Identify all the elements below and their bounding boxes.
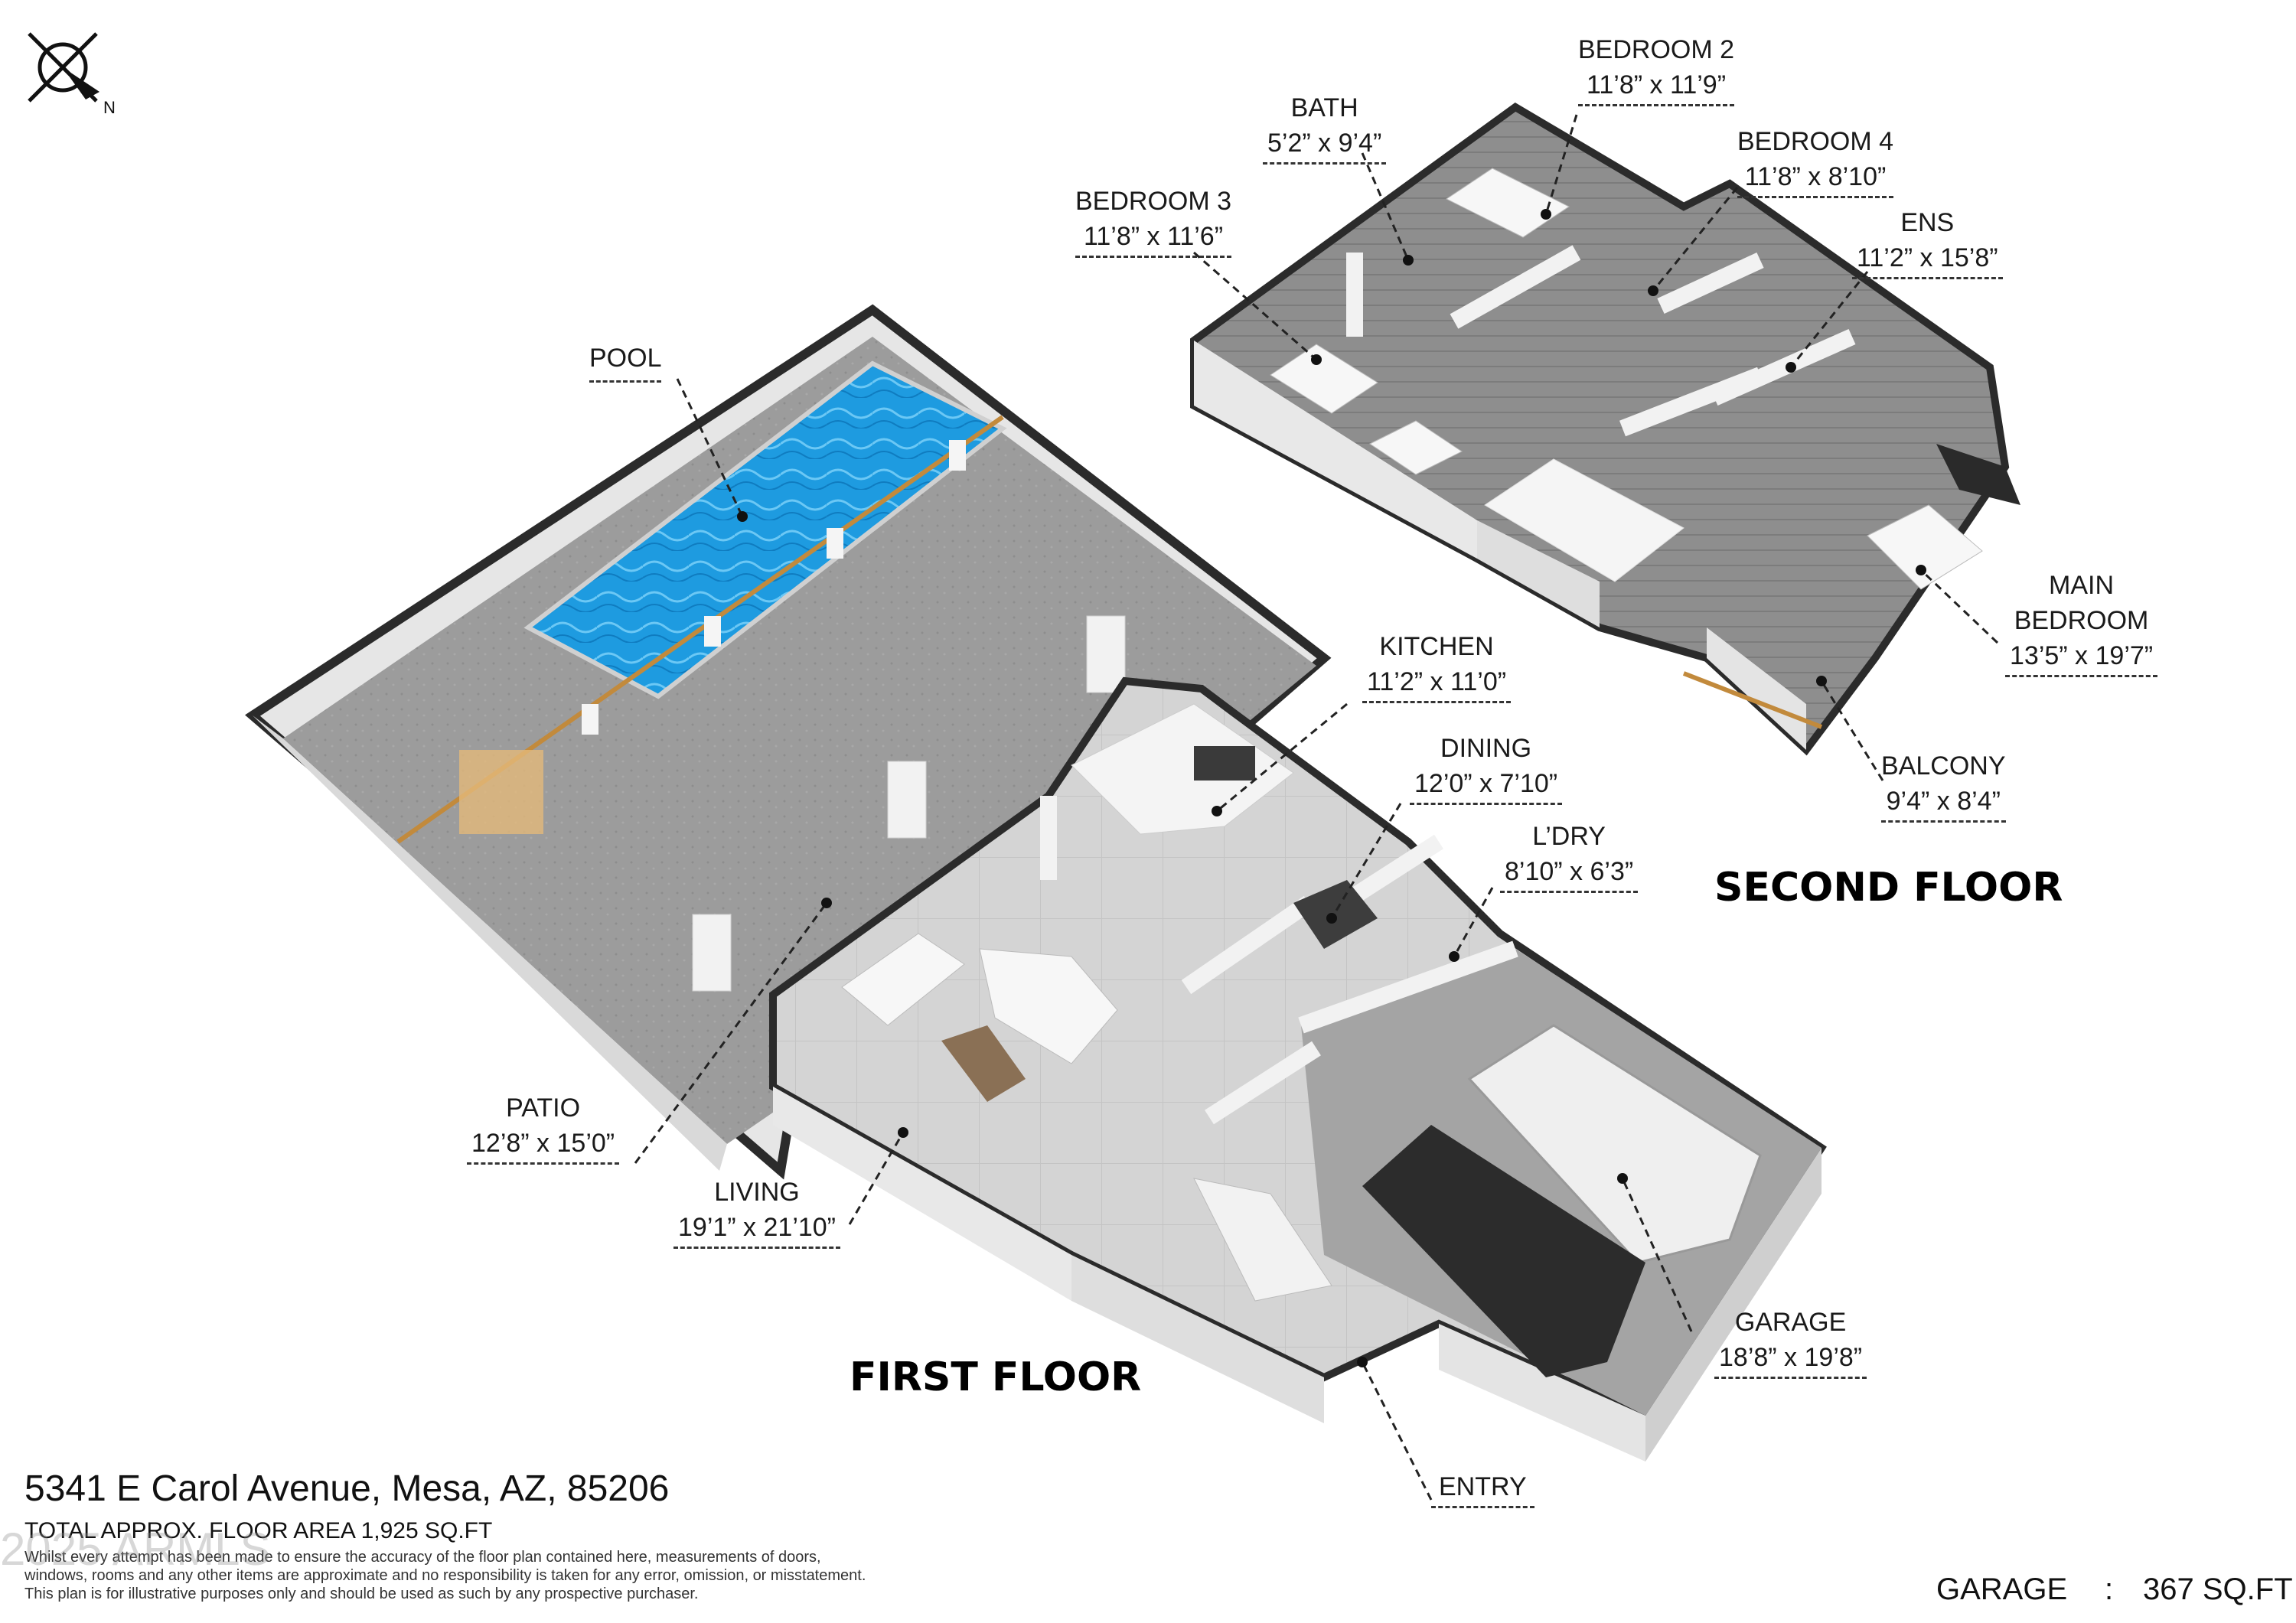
compass-north-icon	[28, 32, 99, 103]
label-dots	[737, 209, 1926, 1367]
label-bath: BATH 5’2” x 9’4”	[1263, 90, 1387, 165]
label-main-bedroom: MAIN BEDROOM 13’5” x 19’7”	[2005, 568, 2158, 677]
second-floor-house	[1190, 103, 2020, 756]
watermark: 2025 ARMLS	[0, 1524, 271, 1575]
garage-area-separator: :	[2105, 1572, 2114, 1606]
first-floor-title: FIRST FLOOR	[850, 1354, 1142, 1400]
disclaimer-line-1: Whilst every attempt has been made to en…	[24, 1549, 821, 1566]
garage-area-value: 367 SQ.FT	[2143, 1572, 2293, 1606]
compass-north-label: N	[103, 98, 116, 117]
label-balcony: BALCONY 9’4” x 8’4”	[1881, 748, 2006, 823]
pool	[523, 360, 1007, 699]
label-pool: POOL	[589, 341, 662, 383]
total-floor-area: TOTAL APPROX. FLOOR AREA 1,925 SQ.FT	[24, 1518, 493, 1543]
label-laundry: L’DRY 8’10” x 6’3”	[1500, 819, 1639, 893]
patio-pillars	[692, 615, 1126, 992]
second-floor-title: SECOND FLOOR	[1714, 865, 2063, 911]
pool-fence	[396, 415, 1004, 844]
garage-cars	[1362, 1024, 1762, 1377]
label-entry: ENTRY	[1431, 1469, 1534, 1508]
label-patio: PATIO 12’8” x 15’0”	[467, 1090, 620, 1165]
property-address: 5341 E Carol Avenue, Mesa, AZ, 85206	[24, 1468, 670, 1509]
leader-lines	[634, 114, 1999, 1501]
label-dining: DINING 12’0” x 7’10”	[1410, 731, 1563, 805]
label-bedroom-3: BEDROOM 3 11’8” x 11’6”	[1075, 184, 1232, 258]
label-bedroom-4: BEDROOM 4 11’8” x 8’10”	[1737, 124, 1894, 198]
disclaimer-line-3: This plan is for illustrative purposes o…	[24, 1586, 699, 1602]
label-living: LIVING 19’1” x 21’10”	[673, 1175, 841, 1249]
label-kitchen: KITCHEN 11’2” x 11’0”	[1362, 629, 1512, 703]
garage-area-label: GARAGE	[1936, 1572, 2068, 1606]
label-bedroom-2: BEDROOM 2 11’8” x 11’9”	[1578, 32, 1735, 106]
label-ens: ENS 11’2” x 15’8”	[1852, 205, 2003, 279]
disclaimer-line-2: windows, rooms and any other items are a…	[24, 1567, 866, 1584]
label-garage: GARAGE 18’8” x 19’8”	[1714, 1305, 1867, 1379]
